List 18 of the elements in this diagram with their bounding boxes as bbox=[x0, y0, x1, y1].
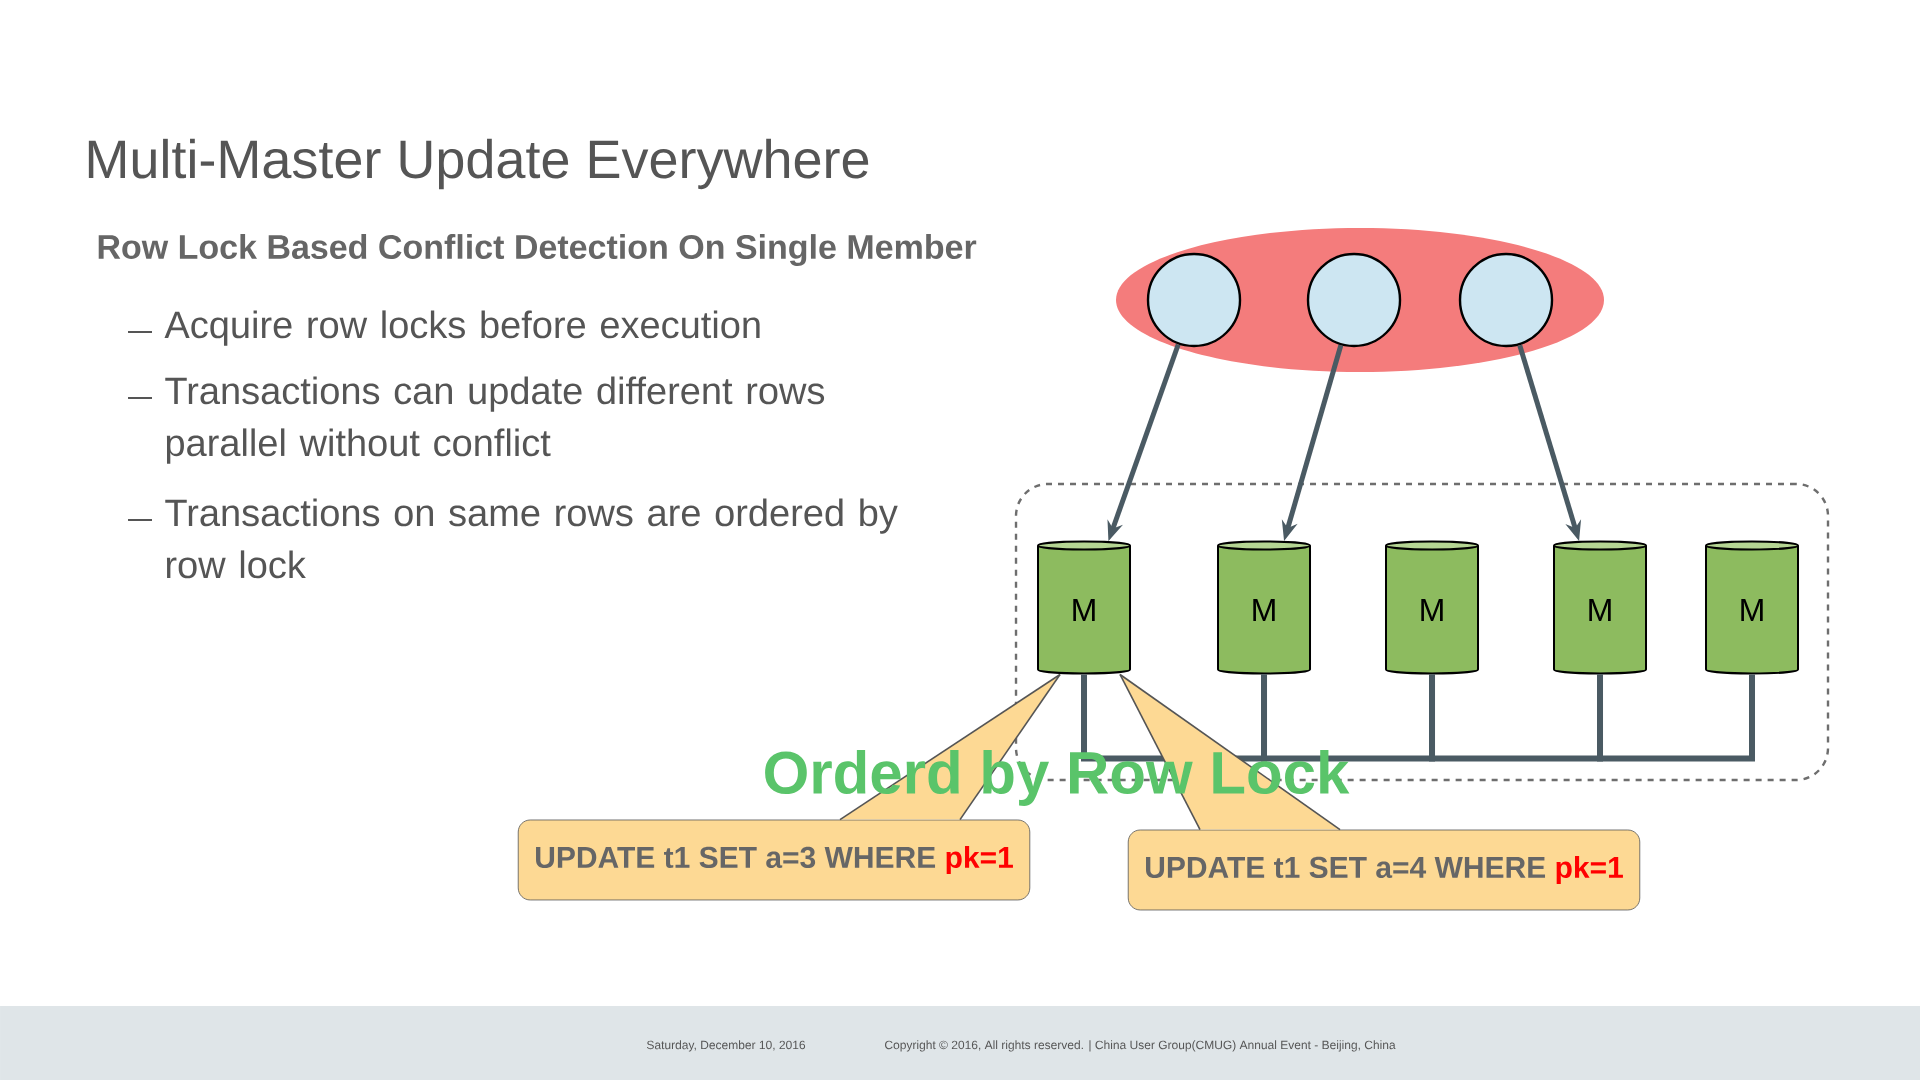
circle bbox=[1306, 252, 1402, 348]
database-cylinder: M bbox=[1385, 540, 1479, 675]
database-cylinder: M bbox=[1705, 540, 1799, 675]
callout-box: UPDATE t1 SET a=3 WHERE pk=1 bbox=[517, 819, 1031, 901]
database-cylinder: M bbox=[1217, 540, 1311, 675]
connector-line bbox=[1429, 674, 1603, 762]
circle bbox=[1458, 252, 1554, 348]
connector-line bbox=[1261, 674, 1435, 762]
database-cylinder: M bbox=[1037, 540, 1131, 675]
connector-line bbox=[1597, 674, 1755, 762]
subtitle: Row Lock Based Conflict Detection On Single Member bbox=[98, 234, 977, 266]
database-cylinder: M bbox=[1553, 540, 1647, 675]
callout-box: UPDATE t1 SET a=4 WHERE pk=1 bbox=[1127, 829, 1641, 911]
bullet-text: Transactions can update different rows parallel without conflict bbox=[165, 376, 825, 464]
bullet-text: Acquire row locks before execution bbox=[164, 310, 760, 346]
bullet-text: Transactions on same rows are ordered by row lock bbox=[165, 498, 898, 579]
slide-title: Multi-Master Update Everywhere bbox=[88, 138, 869, 190]
circle bbox=[1146, 252, 1242, 348]
